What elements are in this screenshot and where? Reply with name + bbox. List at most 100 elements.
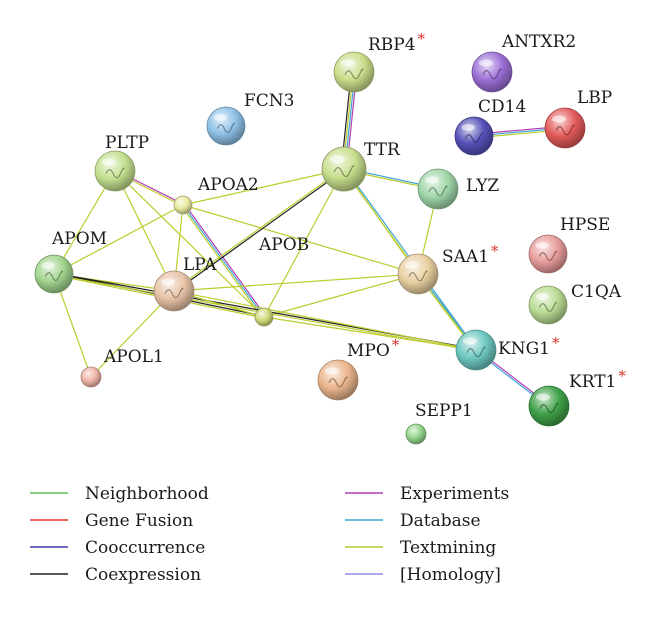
node-lyz[interactable]: LYZ (417, 168, 499, 210)
edge-line-textmining (182, 168, 345, 206)
node-lbp[interactable]: LBP (544, 88, 612, 149)
protein-structure-icon (464, 132, 484, 143)
node-label: SEPP1 (415, 401, 473, 421)
node-apob[interactable]: APOB (254, 235, 309, 327)
edge-apob-kng1 (263, 316, 477, 351)
legend-item-textmining: Textmining (345, 538, 496, 558)
node-mpo[interactable]: MPO* (317, 336, 400, 401)
edge-apoa2-saa1 (182, 204, 419, 275)
edge-line-textmining (173, 273, 419, 292)
node-lpa[interactable]: LPA (153, 255, 217, 312)
node-label: APOL1 (103, 347, 164, 367)
node-sphere[interactable] (471, 51, 513, 93)
node-sphere[interactable] (254, 307, 274, 327)
edge-line-textmining (263, 168, 345, 318)
edge-lpa-kng1 (173, 290, 477, 351)
node-sphere[interactable] (173, 195, 193, 215)
node-label: PLTP (105, 133, 149, 153)
node-label: ANTXR2 (501, 32, 576, 52)
node-sphere[interactable] (333, 51, 375, 93)
edge-apoa2-apob (181, 203, 266, 319)
node-label: LBP (577, 88, 612, 108)
legend-item-cooccurrence: Cooccurrence (30, 538, 205, 558)
highlight (479, 59, 493, 67)
edge-line-coexpression (174, 169, 345, 293)
node-label: APOB (258, 235, 309, 255)
edge-line-textmining (181, 205, 264, 319)
edge-line-textmining (263, 273, 419, 318)
node-pltp[interactable]: PLTP (94, 133, 149, 192)
edge-line-textmining (263, 316, 477, 351)
highlight (329, 155, 346, 164)
node-hpse[interactable]: HPSE (528, 215, 610, 274)
node-sepp1[interactable]: SEPP1 (405, 401, 473, 445)
node-sphere[interactable] (405, 423, 427, 445)
asterisk-marker: * (392, 336, 400, 354)
node-label: TTR (364, 140, 401, 160)
node-label: KNG1 (498, 339, 550, 359)
legend-label: Database (400, 511, 481, 531)
protein-structure-icon (408, 270, 428, 282)
node-apol1[interactable]: APOL1 (80, 347, 164, 388)
node-label: KRT1 (569, 372, 616, 392)
node-sphere[interactable] (94, 150, 136, 192)
legend-label: Cooccurrence (85, 538, 205, 558)
node-cd14[interactable]: CD14 (454, 97, 526, 156)
node-sphere[interactable] (34, 254, 74, 294)
node-sphere[interactable] (455, 329, 497, 371)
node-antxr2[interactable]: ANTXR2 (471, 32, 576, 93)
edge-apoa2-ttr (182, 168, 345, 206)
node-sphere[interactable] (153, 270, 195, 312)
node-label: SAA1 (442, 247, 489, 267)
node-kng1[interactable]: KNG1* (455, 329, 560, 371)
node-sphere[interactable] (417, 168, 459, 210)
node-saa1[interactable]: SAA1* (397, 242, 499, 295)
protein-structure-icon (105, 167, 125, 179)
highlight (102, 158, 116, 166)
protein-structure-icon (344, 68, 364, 80)
edge-line-experiments (183, 203, 266, 317)
legend-label: Neighborhood (85, 484, 209, 504)
legend-label: Textmining (400, 538, 496, 558)
node-label: FCN3 (244, 91, 295, 111)
highlight (405, 261, 419, 269)
legend-item-experiments: Experiments (345, 484, 509, 504)
edge-line-textmining (182, 204, 419, 275)
protein-structure-icon (482, 68, 502, 80)
asterisk-marker: * (618, 367, 626, 385)
highlight (461, 124, 475, 131)
node-rbp4[interactable]: RBP4* (333, 30, 426, 93)
node-fcn3[interactable]: FCN3 (206, 91, 295, 146)
node-c1qa[interactable]: C1QA (528, 282, 622, 325)
node-sphere[interactable] (321, 146, 367, 192)
node-apoa2[interactable]: APOA2 (173, 175, 259, 215)
legend-label: Gene Fusion (85, 511, 193, 531)
protein-structure-icon (538, 250, 558, 261)
edge-line-textmining (53, 204, 184, 275)
legend-item-coexpression: Coexpression (30, 565, 201, 585)
node-ttr[interactable]: TTR (321, 140, 401, 192)
node-sphere[interactable] (528, 385, 570, 427)
node-krt1[interactable]: KRT1* (528, 367, 626, 427)
highlight (213, 114, 227, 121)
node-sphere[interactable] (397, 253, 439, 295)
highlight (536, 393, 550, 401)
node-label: CD14 (478, 97, 526, 117)
highlight (425, 176, 439, 184)
node-sphere[interactable] (206, 106, 246, 146)
node-sphere[interactable] (544, 107, 586, 149)
node-sphere[interactable] (454, 116, 494, 156)
protein-structure-icon (333, 165, 355, 177)
legend-item-gene-fusion: Gene Fusion (30, 511, 193, 531)
highlight (325, 367, 339, 375)
node-sphere[interactable] (528, 285, 568, 325)
highlight (41, 262, 55, 269)
node-sphere[interactable] (317, 359, 359, 401)
node-apom[interactable]: APOM (34, 229, 107, 294)
edge-apoa2-apom (53, 204, 184, 275)
node-sphere[interactable] (80, 366, 102, 388)
legend-item-database: Database (345, 511, 481, 531)
node-sphere[interactable] (528, 234, 568, 274)
